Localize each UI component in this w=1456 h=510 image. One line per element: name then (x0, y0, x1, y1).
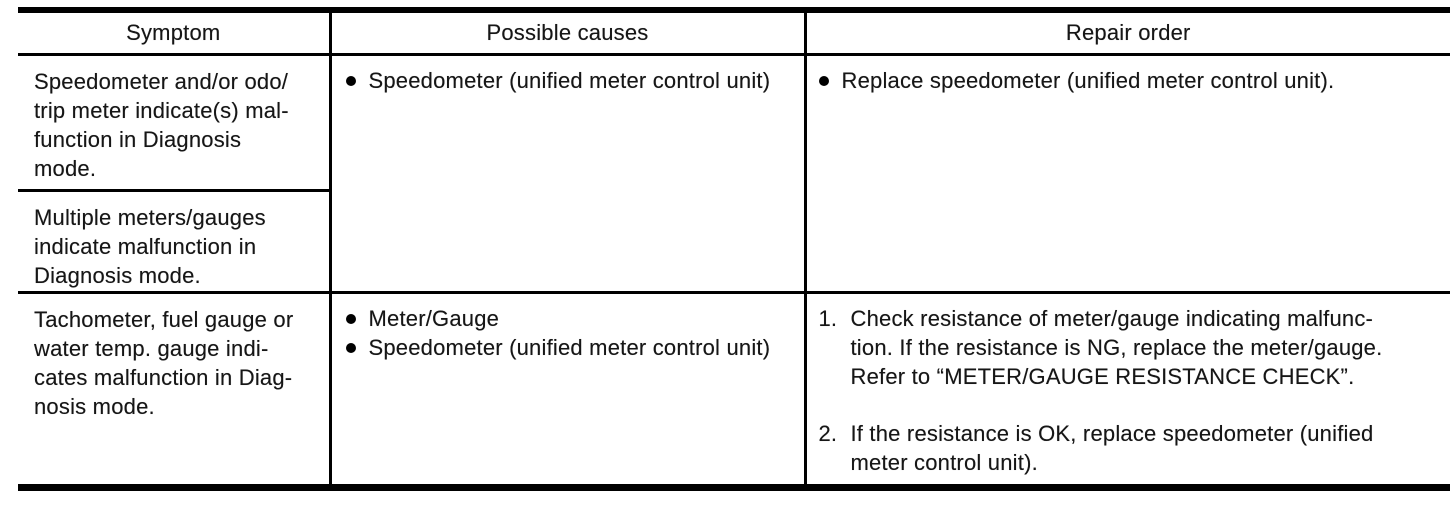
list-item: Replace speedometer (unified meter contr… (818, 66, 1447, 95)
repair-cell-group1: Replace speedometer (unified meter contr… (803, 54, 1450, 294)
bullet-icon (345, 313, 356, 324)
causes-cell-group1: Speedometer (unified meter control unit) (328, 54, 805, 294)
step-text: Check resistance of meter/gauge indicati… (850, 305, 1383, 389)
symptom-cell-multiple-meters: Multiple meters/gauges indicate malfunct… (18, 190, 330, 294)
symptom-cell-speedometer-odo-trip: Speedometer and/or odo/ trip meter indic… (18, 54, 330, 192)
column-header-symptom: Symptom (18, 10, 330, 56)
bullet-icon (345, 342, 356, 353)
step-number: 2. (818, 420, 838, 446)
table-row: Tachometer, fuel gauge or water temp. ga… (18, 292, 1450, 487)
column-header-repair-order: Repair order (803, 10, 1450, 56)
table-row: Multiple meters/gauges indicate malfunct… (18, 190, 1450, 294)
numbered-step: 1. Check resistance of meter/gauge indic… (819, 304, 1447, 391)
list-item: Speedometer (unified meter control unit) (345, 333, 798, 362)
causes-cell-group2: Meter/Gauge Speedometer (unified meter c… (328, 292, 805, 487)
cause-text: Meter/Gauge (368, 305, 500, 331)
column-header-possible-causes: Possible causes (328, 10, 805, 56)
bullet-icon (345, 75, 356, 86)
list-item: Speedometer (unified meter control unit) (345, 66, 798, 95)
list-item: Meter/Gauge (345, 304, 798, 333)
numbered-step: 2. If the resistance is OK, replace spee… (819, 419, 1447, 477)
repair-cell-group2: 1. Check resistance of meter/gauge indic… (803, 292, 1450, 487)
repair-text: Replace speedometer (unified meter contr… (841, 67, 1335, 93)
cause-text: Speedometer (unified meter control unit) (368, 67, 771, 93)
header-row: Symptom Possible causes Repair order (18, 10, 1450, 56)
step-text: If the resistance is OK, replace speedom… (850, 420, 1374, 475)
bullet-icon (818, 75, 829, 86)
symptom-cell-tachometer-fuel-watertemp: Tachometer, fuel gauge or water temp. ga… (34, 306, 294, 419)
diagnosis-table: Symptom Possible causes Repair order Spe… (18, 7, 1450, 491)
table-row: Speedometer and/or odo/ trip meter indic… (18, 54, 1450, 294)
cause-text: Speedometer (unified meter control unit) (368, 334, 771, 360)
step-number: 1. (818, 305, 838, 331)
